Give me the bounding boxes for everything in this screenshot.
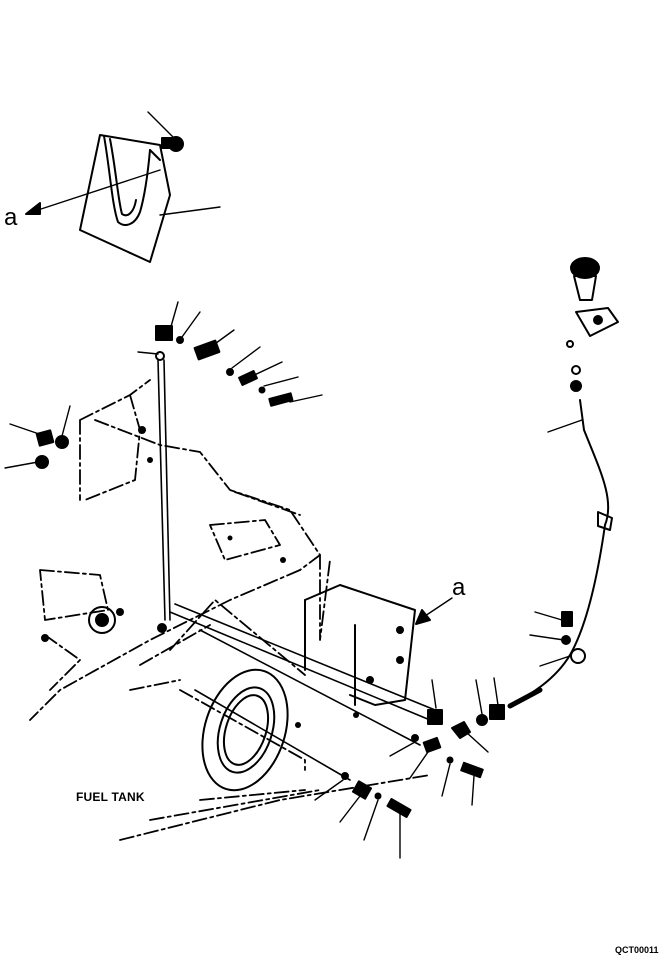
feed-tube: [157, 359, 171, 621]
view-ref-label-left: a: [4, 204, 18, 231]
leader-lines-bracket: [37, 111, 221, 216]
fittings-left: [4, 405, 71, 469]
fuel-tank-label: FUEL TANK: [76, 790, 145, 804]
drain-cap: [88, 606, 116, 634]
long-tubes: [169, 603, 441, 781]
view-ref-label-right: a: [452, 574, 466, 601]
arrow-a-right: [415, 609, 431, 625]
arrow-a-left: [25, 202, 41, 215]
cable-clamp: [529, 419, 586, 667]
bolted-flange: [201, 668, 289, 792]
tank-details: [41, 426, 359, 728]
control-cable: [509, 399, 613, 706]
control-knob: [566, 257, 619, 392]
mounting-plate: [304, 584, 416, 706]
fittings-bottom-right: [341, 687, 543, 818]
leader-lines-fittings: [137, 301, 323, 403]
guard-bracket: [79, 134, 171, 263]
bracket-bolt: [161, 136, 184, 152]
leader-lines-bottom: [314, 677, 499, 859]
leader-a-right: [424, 597, 453, 617]
figure-code: QCT00011: [615, 945, 659, 955]
